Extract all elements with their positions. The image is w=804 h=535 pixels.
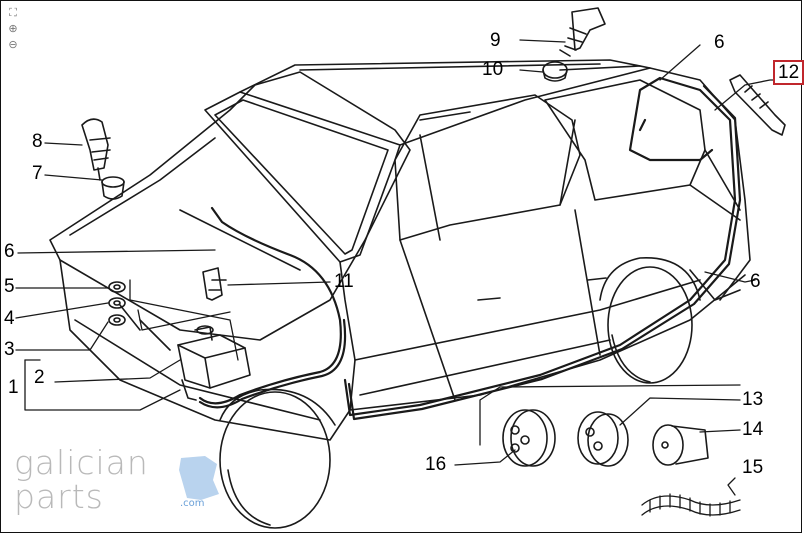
part-14-grommet [652, 424, 709, 466]
part-8-elbow-nozzle [81, 118, 111, 181]
callout-6-side: 6 [750, 271, 761, 292]
part-3-washer [108, 314, 126, 326]
callout-11: 11 [334, 271, 354, 292]
part-2-washer-pump [177, 325, 251, 401]
car-body [49, 59, 751, 529]
callout-6-front: 6 [4, 241, 15, 262]
part-5-nut [108, 281, 126, 293]
part-9-jet [559, 7, 606, 57]
washer-hose [198, 76, 742, 421]
part-7-grommet [101, 176, 125, 200]
callout-14: 14 [742, 419, 764, 440]
part-15-hose [641, 493, 741, 517]
callout-2: 2 [34, 367, 45, 388]
callout-5: 5 [4, 276, 15, 297]
galicia-map-icon [179, 456, 219, 500]
part-11-bracket [202, 267, 227, 301]
logo-line-2: parts [14, 477, 104, 516]
callout-6-roof: 6 [714, 32, 725, 53]
logo-line-1: galician [14, 443, 149, 482]
callout-7: 7 [32, 163, 43, 184]
callout-3: 3 [4, 339, 15, 360]
zoom-out-icon[interactable]: ⊖ [8, 39, 18, 51]
callout-8: 8 [32, 131, 43, 152]
callout-13: 13 [742, 389, 764, 410]
galicianparts-logo: galician parts .com [14, 443, 219, 516]
callout-9: 9 [490, 30, 501, 51]
callout-12: 12 [773, 60, 804, 85]
zoom-in-icon[interactable]: ⊕ [8, 23, 18, 35]
part-12-rear-nozzle [729, 74, 786, 136]
zoom-toolbar: ⛶ ⊕ ⊖ [6, 6, 22, 54]
leader-lines [15, 39, 786, 496]
callout-4: 4 [4, 308, 15, 329]
callout-1: 1 [8, 377, 19, 398]
part-10-bush [542, 61, 568, 82]
part-4-washer [108, 297, 126, 309]
callout-16: 16 [425, 454, 447, 475]
callout-15: 15 [742, 457, 764, 478]
callout-10: 10 [482, 59, 504, 80]
fit-icon[interactable]: ⛶ [9, 7, 17, 19]
part-16-grommet [502, 409, 556, 467]
logo-domain: .com [180, 498, 205, 509]
part-13-grommet [577, 411, 629, 467]
